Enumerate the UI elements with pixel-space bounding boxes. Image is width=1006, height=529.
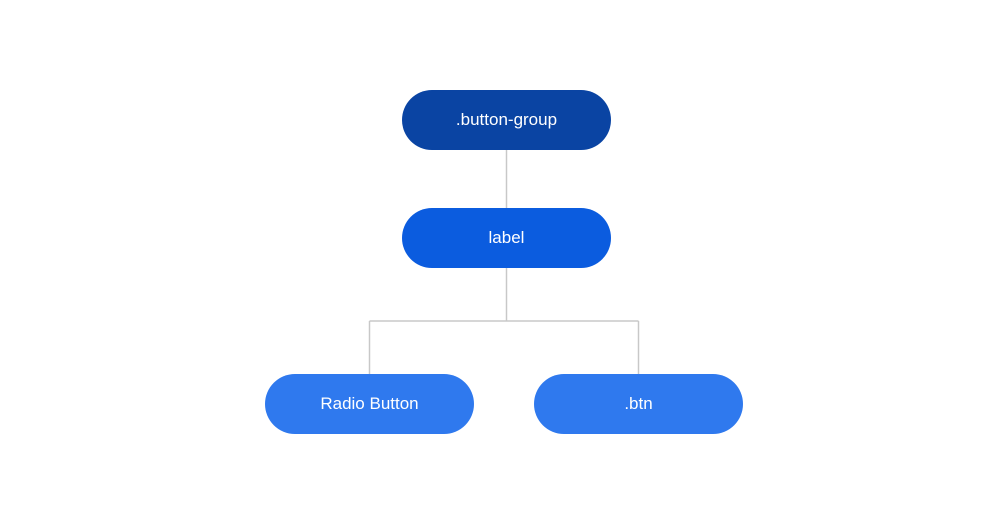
- node-btn: .btn: [534, 374, 743, 434]
- node-btn-label: .btn: [624, 394, 653, 413]
- node-radio-button-label: Radio Button: [320, 394, 419, 413]
- node-label: label: [402, 208, 611, 268]
- node-radio-button: Radio Button: [265, 374, 474, 434]
- node-button-group: .button-group: [402, 90, 611, 150]
- node-label-label: label: [488, 228, 525, 247]
- node-button-group-label: .button-group: [455, 110, 558, 129]
